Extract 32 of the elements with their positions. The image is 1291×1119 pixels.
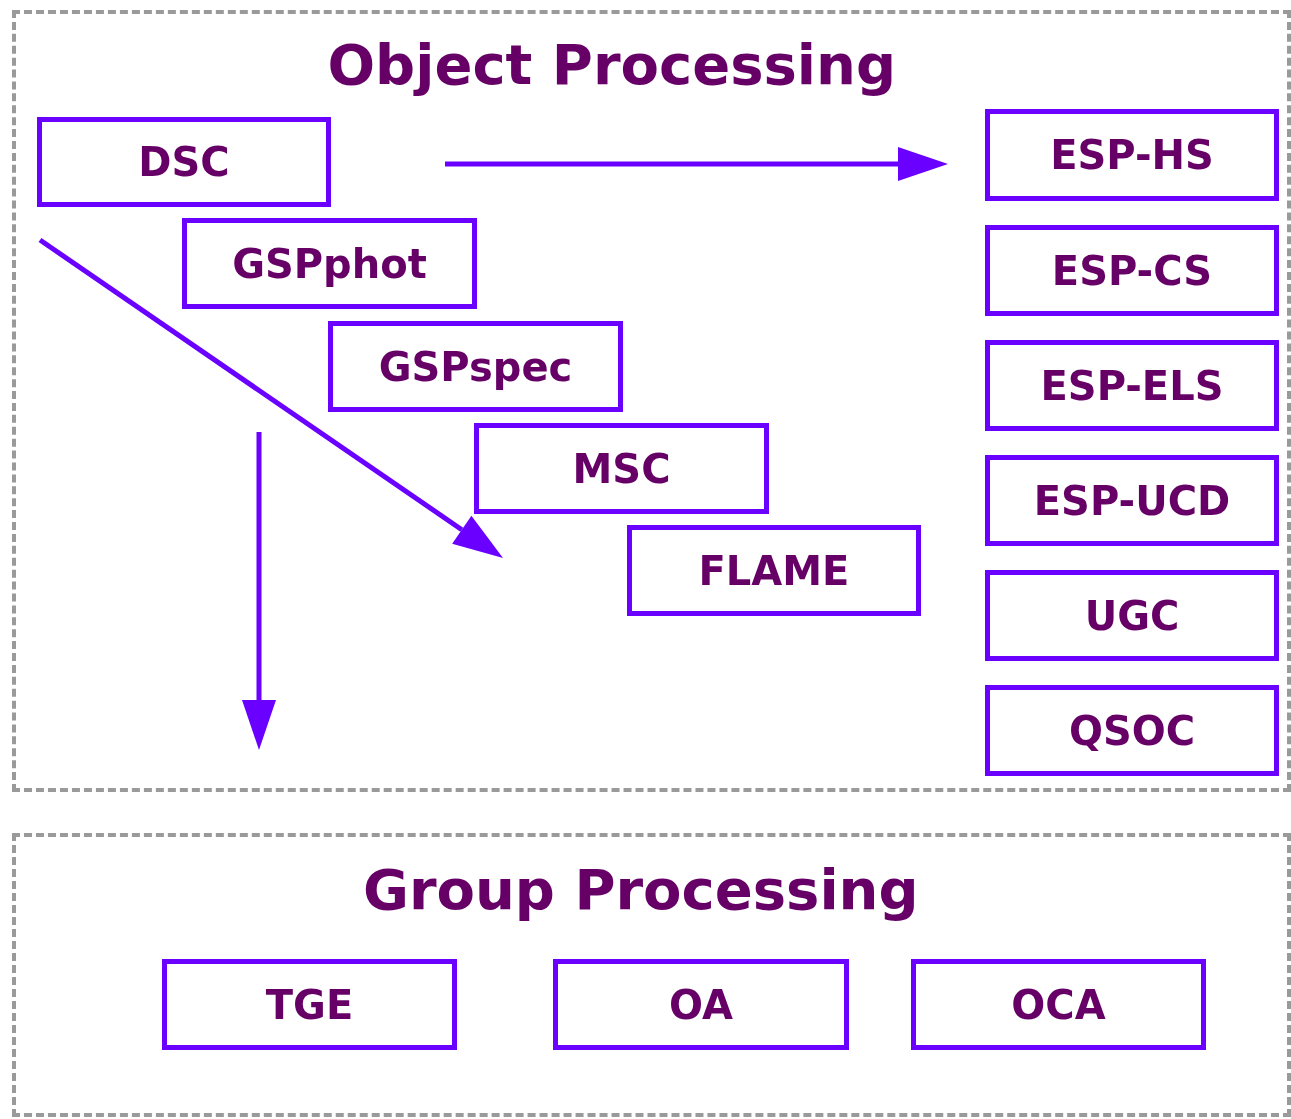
box-label: ESP-CS xyxy=(1051,247,1213,294)
process-box xyxy=(553,959,849,1050)
process-box xyxy=(182,218,477,309)
process-box xyxy=(985,685,1279,776)
box-label: DSC xyxy=(138,139,230,185)
process-box xyxy=(162,959,457,1050)
process-box xyxy=(985,109,1279,201)
box-label: ESP-HS xyxy=(1050,132,1214,178)
dashed-group-panel xyxy=(12,833,1291,1117)
process-box xyxy=(627,525,921,616)
box-label: GSPspec xyxy=(378,343,573,390)
process-box xyxy=(985,340,1279,431)
box-label: UGC xyxy=(1084,592,1180,639)
process-box xyxy=(37,117,331,207)
process-box xyxy=(911,959,1206,1050)
dashed-group-panel xyxy=(12,10,1291,792)
process-box xyxy=(985,225,1279,316)
box-label: FLAME xyxy=(698,547,850,594)
box-label: ESP-UCD xyxy=(1033,477,1231,524)
box-label: OCA xyxy=(1011,981,1106,1028)
box-label: TGE xyxy=(265,981,354,1028)
group-title: Group Processing xyxy=(361,857,920,922)
process-box xyxy=(328,321,623,412)
box-label: MSC xyxy=(572,445,671,492)
process-box xyxy=(474,423,769,514)
group-title: Object Processing xyxy=(326,32,897,97)
box-label: QSOC xyxy=(1068,707,1196,754)
box-label: ESP-ELS xyxy=(1040,362,1224,409)
box-label: GSPphot xyxy=(232,240,427,287)
process-box xyxy=(985,455,1279,546)
box-label: OA xyxy=(669,981,733,1028)
process-box xyxy=(985,570,1279,661)
